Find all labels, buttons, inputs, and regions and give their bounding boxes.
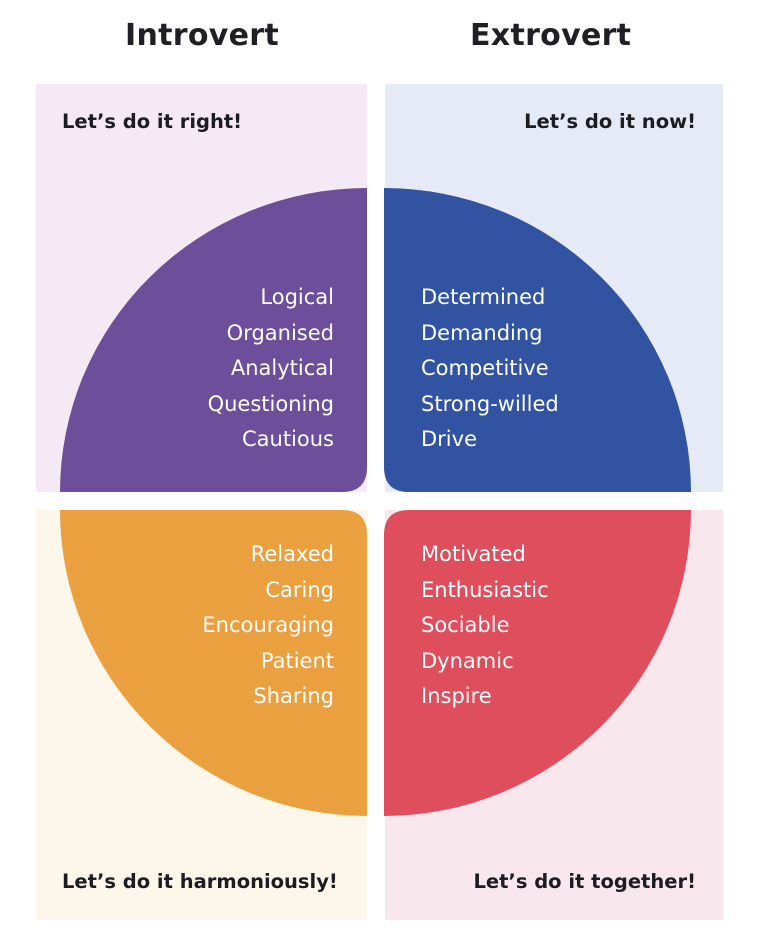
trait-item: Dynamic — [421, 648, 514, 673]
tagline-bottom-right: Let’s do it together! — [473, 870, 696, 893]
trait-item: Logical — [260, 285, 334, 309]
traits-list-top-left: Logical Organised Analytical Questioning… — [208, 280, 334, 458]
extrovert-heading: Extrovert — [470, 18, 632, 53]
trait-item: Cautious — [241, 427, 334, 451]
trait-item: Demanding — [421, 320, 543, 345]
trait-item: Analytical — [230, 356, 334, 380]
trait-item: Enthusiastic — [421, 577, 549, 602]
traits-list-top-right: Determined Demanding Competitive Strong-… — [421, 280, 559, 458]
trait-item: Encouraging — [202, 613, 334, 637]
trait-item: Questioning — [207, 391, 334, 416]
tagline-bottom-left: Let’s do it harmoniously! — [62, 870, 338, 893]
trait-item: Caring — [265, 577, 334, 602]
trait-item: Patient — [260, 648, 334, 673]
trait-item: Drive — [421, 427, 477, 451]
introvert-heading: Introvert — [125, 18, 280, 53]
trait-item: Organised — [226, 320, 334, 345]
trait-item: Competitive — [421, 356, 549, 380]
purple-quadrant — [60, 188, 367, 492]
trait-item: Motivated — [421, 542, 526, 566]
red-quadrant — [384, 510, 691, 816]
trait-item: Relaxed — [250, 542, 334, 566]
trait-item: Sociable — [421, 613, 510, 637]
trait-item: Inspire — [421, 684, 492, 708]
trait-item: Determined — [421, 285, 546, 309]
tagline-top-left: Let’s do it right! — [62, 110, 243, 133]
blue-quadrant — [384, 188, 691, 492]
trait-item: Sharing — [253, 684, 334, 708]
orange-quadrant — [60, 510, 367, 816]
tagline-top-right: Let’s do it now! — [524, 110, 696, 133]
traits-list-bottom-right: Motivated Enthusiastic Sociable Dynamic … — [421, 537, 549, 715]
traits-list-bottom-left: Relaxed Caring Encouraging Patient Shari… — [202, 537, 334, 715]
trait-item: Strong-willed — [421, 391, 559, 416]
